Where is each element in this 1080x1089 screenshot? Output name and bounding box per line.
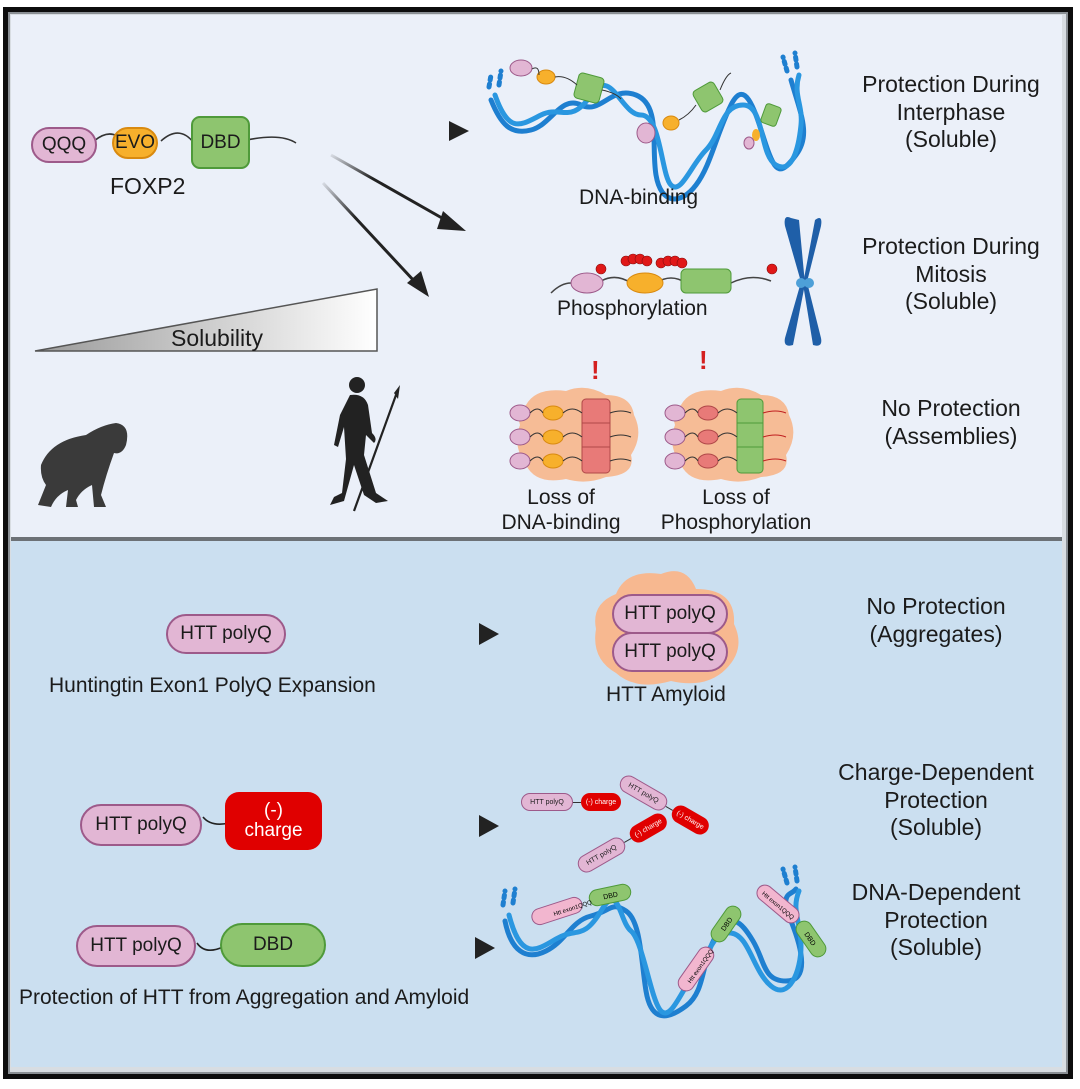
amyloid-htt-unit-1: HTT polyQ [612,594,728,634]
foxp2-qqq-domain: QQQ [31,127,97,163]
htt-polyq-domain: HTT polyQ [166,614,286,654]
dbd-domain: DBD [220,923,326,967]
htt-panel: HTT polyQ Huntingtin Exon1 PolyQ Expansi… [11,541,1062,1067]
foxp2-label: FOXP2 [110,173,186,199]
charge-dependent-title: Charge-Dependent Protection (Soluble) [838,759,1034,841]
htt-amyloid-label: HTT Amyloid [606,683,726,706]
htt-polyq-dbd-construct: HTT polyQ [76,925,196,967]
assembly-loss-of-dna-binding [509,387,639,482]
foxp2-evo-domain: EVO [112,127,158,159]
phosphorylated-foxp2 [550,253,778,294]
bound-foxp2-2 [636,72,732,144]
huntingtin-caption: Huntingtin Exon1 PolyQ Expansion [49,674,376,697]
loss-of-phosphorylation-label: Loss of Phosphorylation [660,486,812,535]
htt-polyq-charge-construct: HTT polyQ [80,804,202,846]
arrow-to-charge-protection [366,815,499,837]
foxp2-dbd-domain: DBD [191,116,250,169]
bound-dbd-label-1: DBD [603,891,619,901]
loss-of-dna-binding-label: Loss of DNA-binding [501,486,621,535]
dna-helix-htt-dbd-bound: Htt exon1QQQ DBD Htt exon1QQQ DBD Htt ex… [500,864,827,1019]
bound-foxp2-3 [743,103,782,150]
arrow-to-dna-protection [356,937,495,959]
foxp2-panel: QQQ EVO DBD FOXP2 [11,15,1062,537]
alert-mark-1: ! [591,355,600,385]
phosphorylation-label: Phosphorylation [557,297,708,320]
arrows-bottom [356,623,499,959]
dna-dependent-title: DNA-Dependent Protection (Soluble) [851,879,1021,961]
chromosome-icon [784,217,822,346]
arrow-to-phosphorylation [330,153,466,231]
arrow-to-dna-binding [331,121,469,141]
panel-divider [11,537,1062,541]
arrow-to-assemblies [321,181,429,297]
bound-foxp2-1 [509,59,622,104]
chimpanzee-icon [38,423,128,507]
mitosis-title: Protection During Mitosis (Soluble) [862,233,1040,315]
interphase-title: Protection During Interphase (Soluble) [862,71,1040,153]
negative-charge-domain: (-) charge [225,792,322,850]
assemblies-title: No Protection (Assemblies) [881,395,1021,449]
solubility-gradient-wedge [34,288,378,352]
bound-htt-dbd-2: Htt exon1QQQ DBD [677,905,742,992]
dna-helix-foxp2-bound [486,50,807,202]
human-icon [330,377,400,512]
dna-binding-label: DNA-binding [579,186,699,209]
alert-mark-2: ! [699,345,708,375]
soluble-charge-molecule-1: HTT polyQ (-) charge [521,793,621,811]
aggregates-title: No Protection (Aggregates) [866,593,1006,647]
solubility-label: Solubility [171,325,264,351]
bound-htt-dbd-1: Htt exon1QQQ DBD [531,883,632,926]
protection-caption: Protection of HTT from Aggregation and A… [19,986,470,1009]
arrows-top [321,121,469,297]
amyloid-htt-unit-2: HTT polyQ [612,632,728,672]
assembly-loss-of-phosphorylation [664,387,794,482]
arrow-to-amyloid [371,623,499,645]
